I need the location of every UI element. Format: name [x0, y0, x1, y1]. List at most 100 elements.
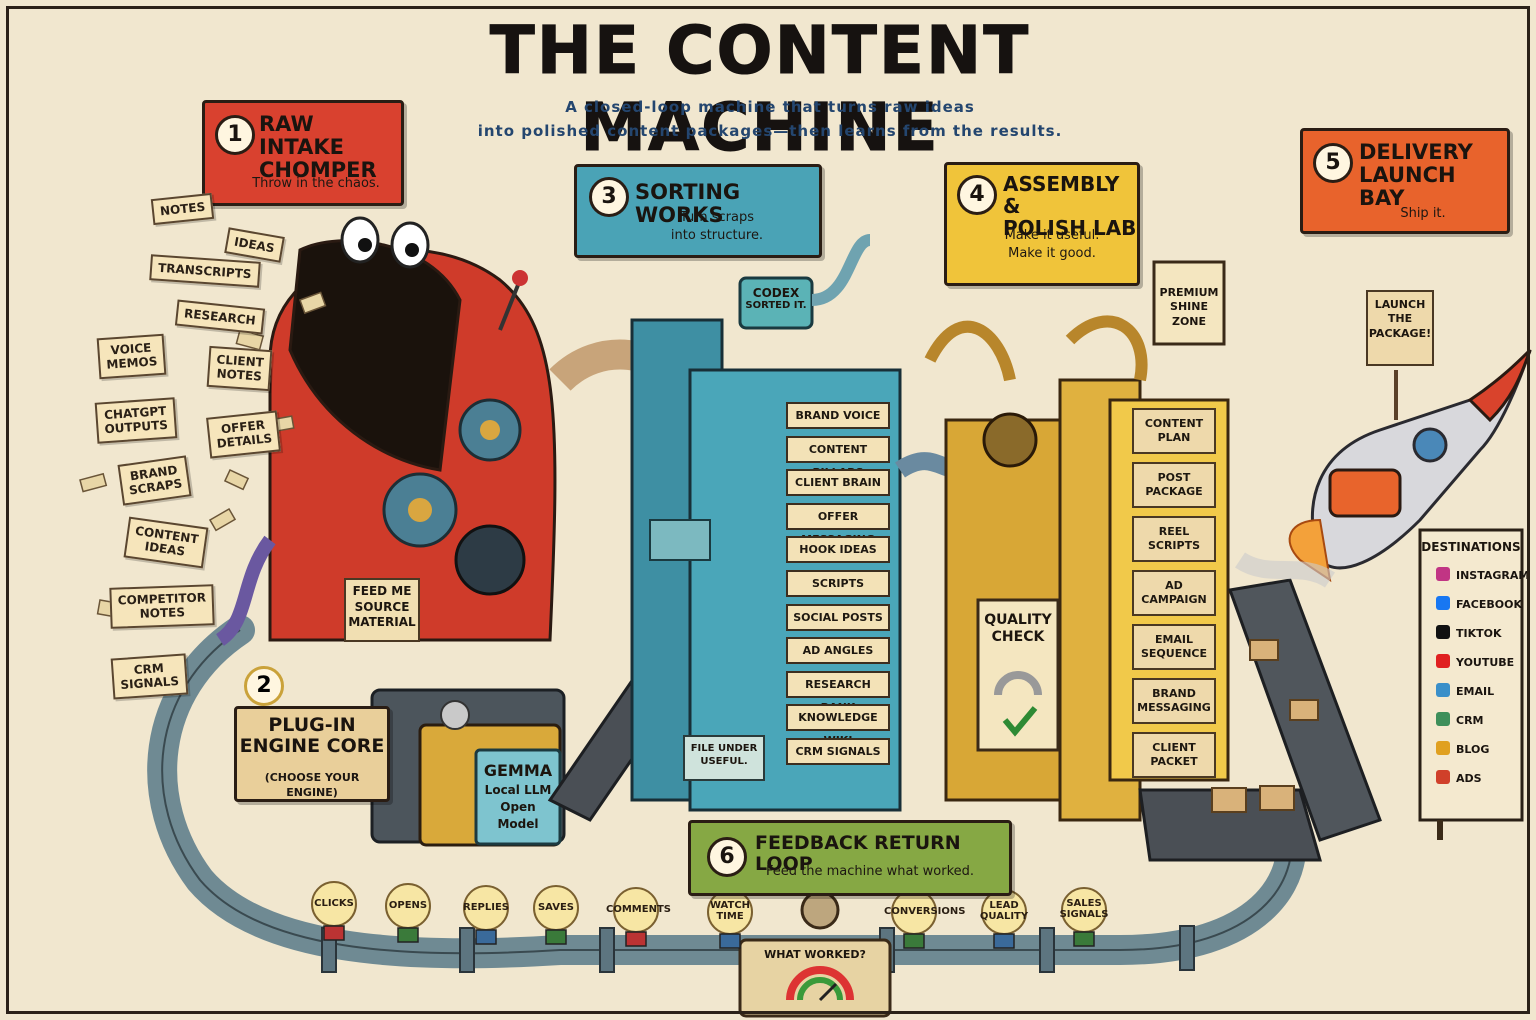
box-label-line: Packet: [1150, 755, 1198, 768]
stage-5-tagline: Ship it.: [1400, 206, 1446, 221]
ads-icon: [1436, 770, 1450, 784]
raw-intake-chomper: [215, 216, 557, 646]
box-label-line: Client: [1152, 741, 1196, 755]
intake-note: OfferDetails: [206, 410, 282, 459]
content-package-box: ReelScripts: [1132, 516, 1216, 562]
bulb-socket: [1073, 931, 1095, 947]
launch-line1: Launch: [1374, 298, 1426, 311]
feedback-metric-label: WatchTime: [700, 900, 760, 922]
destination-label: CRM: [1456, 714, 1484, 727]
box-label-line: Content: [1144, 417, 1204, 431]
assembly-polish-lab: [924, 260, 1230, 822]
plug-in-engine: [370, 688, 566, 847]
box-label-line: Brand: [1152, 687, 1196, 701]
intake-note-line: Notes: [139, 605, 186, 622]
subtitle-line1: A closed-loop machine that turns raw ide…: [565, 98, 975, 116]
youtube-icon: [1436, 654, 1450, 668]
codex-title: Codex: [752, 286, 800, 300]
feedback-metric-line: Watch: [709, 900, 751, 911]
quality-check-sign: Quality Check: [978, 612, 1058, 646]
codex-sub: Sorted it.: [745, 300, 807, 312]
feedback-metric-label: Comments: [606, 904, 671, 915]
destination-label: YouTube: [1456, 656, 1515, 669]
feedback-metric-label: Clicks: [304, 898, 364, 909]
feedback-metric-label: LeadQuality: [974, 900, 1034, 922]
box-label-line: Package: [1145, 485, 1203, 498]
stage-2-title-line1: Plug-In: [268, 714, 356, 736]
feedback-metric-label: Saves: [526, 902, 586, 913]
stage-2-number: 2: [244, 666, 284, 706]
sorting-shelf: Client Brain: [786, 469, 890, 497]
engine-line2: Local LLM: [484, 783, 552, 798]
launch-line2: the: [1387, 312, 1413, 326]
intake-note-line: Notes: [216, 366, 263, 384]
premium-line3: Zone: [1171, 314, 1207, 328]
feed-sign-line3: material: [348, 615, 416, 630]
feedback-metric-line: Replies: [463, 902, 509, 913]
feedback-metric-line: Opens: [388, 900, 428, 911]
launch-line3: Package!: [1368, 326, 1432, 340]
bulb-socket: [719, 933, 741, 949]
instagram-icon: [1436, 567, 1450, 581]
stage-5-banner: 5 Delivery Launch Bay Ship it.: [1300, 128, 1510, 234]
feedback-metric-line: Clicks: [314, 898, 354, 909]
destination-item: Facebook: [1436, 595, 1522, 615]
stage-1-number: 1: [215, 115, 255, 155]
box-label-line: Sequence: [1140, 647, 1208, 660]
engine-label: Gemma Local LLM Open Model: [478, 760, 558, 833]
feed-me-sign: Feed me source material: [344, 578, 420, 642]
intake-note: ChatGPTOutputs: [94, 397, 177, 444]
bulb-socket: [545, 929, 567, 945]
stage-1-title-line2: Chomper: [259, 158, 377, 183]
facebook-icon: [1436, 596, 1450, 610]
file-under-sign: File under useful.: [684, 742, 764, 768]
bulb-socket: [397, 927, 419, 943]
stage-4-title-line1: Assembly &: [1003, 172, 1120, 218]
premium-line2: Shine: [1170, 300, 1208, 314]
box-label-line: Campaign: [1141, 593, 1207, 606]
feedback-metric-line: Signals: [1059, 909, 1109, 920]
stage-2-banner: Plug-In Engine Core (Choose your engine): [234, 706, 390, 802]
email-icon: [1436, 683, 1450, 697]
launch-package-sign: Launch the Package!: [1366, 290, 1434, 366]
page-title: The Content Machine: [489, 12, 1031, 167]
subtitle-line2: into polished content packages—then lear…: [477, 122, 1063, 140]
destination-label: Facebook: [1456, 598, 1522, 611]
box-label-line: Email: [1154, 633, 1194, 647]
stage-6-banner: 6 Feedback Return Loop Feed the machine …: [688, 820, 1012, 896]
feedback-metric-line: Lead: [989, 900, 1019, 911]
stage-4-title-line2: Polish Lab: [1003, 216, 1137, 240]
stage-6-tagline: Feed the machine what worked.: [765, 864, 975, 879]
feedback-metric-line: Conversions: [884, 906, 966, 917]
stage-4-tagline-line2: Make it good.: [1008, 245, 1096, 261]
premium-shine-sign: Premium Shine Zone: [1154, 286, 1224, 329]
intake-note-line: Research: [183, 306, 257, 328]
destination-label: TikTok: [1456, 627, 1502, 640]
stage-3-title: Sorting Works: [635, 180, 741, 228]
intake-note: CompetitorNotes: [109, 584, 215, 629]
destination-label: Blog: [1456, 743, 1490, 756]
launch-rocket: [1235, 348, 1532, 588]
feedback-metric-label: Opens: [378, 900, 438, 911]
intake-note-line: Notes: [159, 199, 206, 219]
content-package-box: ClientPacket: [1132, 732, 1216, 778]
stage-6-number: 6: [707, 837, 747, 877]
engine-line3: Open Model: [497, 800, 539, 831]
gauge-label: What worked?: [764, 948, 866, 961]
stage-4-banner: 4 Assembly & Polish Lab Make it useful. …: [944, 162, 1140, 286]
feedback-metric-line: Comments: [606, 904, 671, 915]
crm-icon: [1436, 712, 1450, 726]
quality-line2: Check: [991, 628, 1045, 645]
destination-item: YouTube: [1436, 653, 1514, 673]
intake-note-line: Signals: [120, 674, 180, 693]
feedback-metric-label: Replies: [456, 902, 516, 913]
stage-2-title-line2: Engine Core: [239, 734, 385, 757]
feedback-metric-line: Quality: [979, 911, 1029, 922]
destination-label: Instagram: [1456, 569, 1530, 582]
intake-note-line: Transcripts: [157, 260, 252, 282]
stage-3-number: 3: [589, 177, 629, 217]
destination-item: CRM: [1436, 711, 1484, 731]
feedback-metric-line: Sales: [1066, 898, 1102, 909]
